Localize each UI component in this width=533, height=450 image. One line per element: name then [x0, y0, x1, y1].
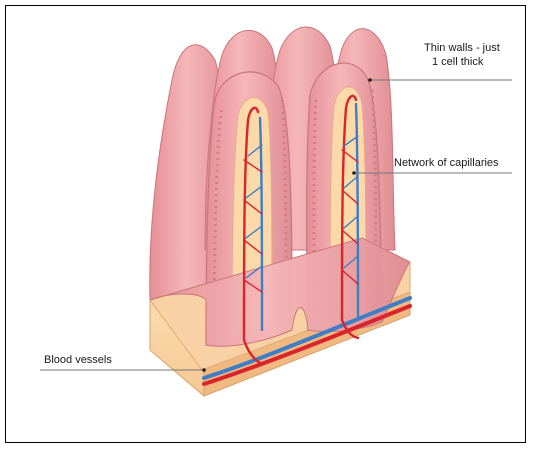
blood-vessels-label: Blood vessels — [44, 354, 112, 367]
capillaries-label: Network of capillaries — [394, 157, 499, 170]
thin-walls-label-line2: 1 cell thick — [432, 56, 483, 69]
thin-walls-label-line1: Thin walls - just — [424, 42, 500, 55]
